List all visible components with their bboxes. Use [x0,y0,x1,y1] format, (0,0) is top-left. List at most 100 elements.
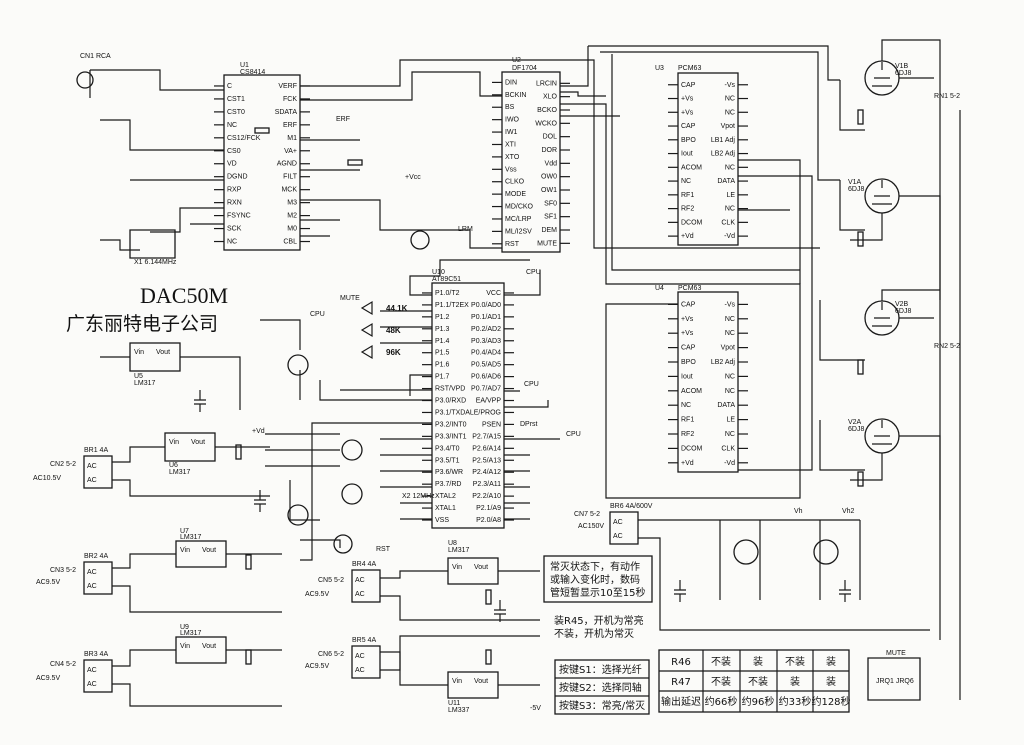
u10-pin-right: PSEN [482,421,501,428]
u2-pin-right: DOR [541,147,557,154]
svg-text:AC: AC [613,533,623,540]
delay-cell: 不装 [785,655,805,668]
u3-pin-right: LE [726,192,735,199]
u1-pin-right: FILT [283,174,298,181]
u2-pin-right: SF1 [544,214,557,221]
dprst-label: DPrst [520,421,538,428]
u1-pin-left: NC [227,239,237,246]
u10-pin-left: P1.6 [435,362,450,369]
u10-pin-right: P0.3/AD3 [471,338,501,345]
reg-u8: Vin Vout U8 LM317 [447,540,499,585]
r45-line-1: 装R45，开机为常亮 [554,614,644,627]
u2-pin-left: IW1 [505,129,518,136]
schematic-title: DAC50M [140,283,228,308]
u1-pin-left: CS12/FCK [227,135,261,142]
u9-ref: U9 [180,624,189,631]
cpu-label-4: CPU [566,431,581,438]
u1-pin-right: M1 [287,135,297,142]
u1-pin-left: RXN [227,200,242,207]
u2-pin-left: RST [505,241,520,248]
u4-pin-right: LE [726,417,735,424]
u3-pin-left: RF1 [681,192,694,199]
neg5v-label: -5V [530,705,541,712]
u3-pin-left: ACOM [681,164,702,171]
u10-ref: U10 [432,269,445,276]
svg-text:AC: AC [355,591,365,598]
br2-label: BR2 4A [84,553,108,560]
u4-pin-left: +Vs [681,316,694,323]
u2-pin-left: IWO [505,117,520,124]
u3-pin-left: +Vd [681,233,694,240]
u4-pin-left: CAP [681,345,696,352]
br5-label: BR5 4A [352,637,376,644]
u2-pin-right: DOL [543,134,558,141]
u7-part: LM317 [180,534,202,541]
u2-pin-right: OW0 [541,174,557,181]
vcc-label: +Vcc [405,174,421,181]
led2-label: 48K [386,326,401,335]
svg-text:AC: AC [87,583,97,590]
bridge-br2: AC AC BR2 4A [83,553,113,595]
u2-pin-left: MC/LRP [505,216,532,223]
ac-label-3: AC9.5V [36,675,60,682]
relay-label: JRQ1 JRQ6 [876,678,914,685]
u10-pin-right: P2.3/A11 [473,481,501,488]
u4-pin-right: NC [725,330,735,337]
u2-pin-right: MUTE [537,240,557,247]
delay-cell: 约128秒 [811,695,850,708]
vd-label: +Vd [252,428,265,435]
u2-pin-left: BCKIN [505,92,526,99]
u2-pin-right: BCKO [537,107,557,114]
connector-cn2: CN2 5-2 [50,461,76,468]
u1-pin-right: AGND [277,161,297,168]
u3-pin-left: NC [681,178,691,185]
u10-pin-left: XTAL2 [435,493,456,500]
note-line-3: 管短暂显示10至15秒 [550,586,645,599]
u2-pin-right: OW1 [541,187,557,194]
reg-u7: Vin Vout U7 LM317 [175,528,227,568]
u10-pin-right: P0.0/AD0 [471,302,501,309]
note-keys: 按键S1：选择光纤 按键S2：选择同轴 按键S3：常亮/常灭 [554,659,650,715]
ic-u10: U10 AT89C51 P1.0/T2P1.1/T2EXP1.2P1.3P1.4… [422,269,514,529]
u3-pin-left: DCOM [681,219,703,226]
u3-pin-right: Vpot [721,123,735,130]
reg-u5: Vin Vout U5 LM317 [129,342,181,387]
svg-text:AC: AC [355,667,365,674]
u1-pin-right: M3 [287,200,297,207]
svg-text:AC: AC [87,477,97,484]
svg-text:AC: AC [613,519,623,526]
cpu-label-1: CPU [310,311,325,318]
br3-label: BR3 4A [84,651,108,658]
connector-rn2: RN2 5-2 [934,343,960,350]
u10-pin-right: P2.5/A13 [472,457,501,464]
svg-text:AC: AC [87,569,97,576]
u2-pin-left: MD/CKO [505,204,534,211]
delay-cell: 不装 [748,675,768,688]
u1-pin-left: CS0 [227,148,241,155]
u10-pin-right: P2.0/A8 [476,517,501,524]
u2-pin-left: DIN [505,79,517,86]
delay-row-label: R46 [671,657,691,668]
rst-label: RST [376,546,391,553]
br1-label: BR1 4A [84,447,108,454]
u10-pin-left: P3.5/T1 [435,457,460,464]
u4-pin-left: +Vs [681,330,694,337]
u1-ref: U1 [240,62,249,69]
u3-pin-right: -Vd [724,233,735,240]
u10-pin-right: VCC [486,290,501,297]
connector-rn1: RN1 5-2 [934,93,960,100]
u10-pin-right: P2.2/A10 [472,493,501,500]
u8-ref: U8 [448,540,457,547]
u10-pin-left: P3.2/INT0 [435,421,467,428]
u9-part: LM317 [180,630,202,637]
u10-part: AT89C51 [432,276,461,283]
u10-pin-right: P0.2/AD2 [471,326,501,333]
u4-pin-right: -Vs [725,301,736,308]
u11-vout: Vout [474,678,488,685]
u11-vin: Vin [452,678,462,685]
u10-pin-left: P3.1/TXD [435,409,465,416]
